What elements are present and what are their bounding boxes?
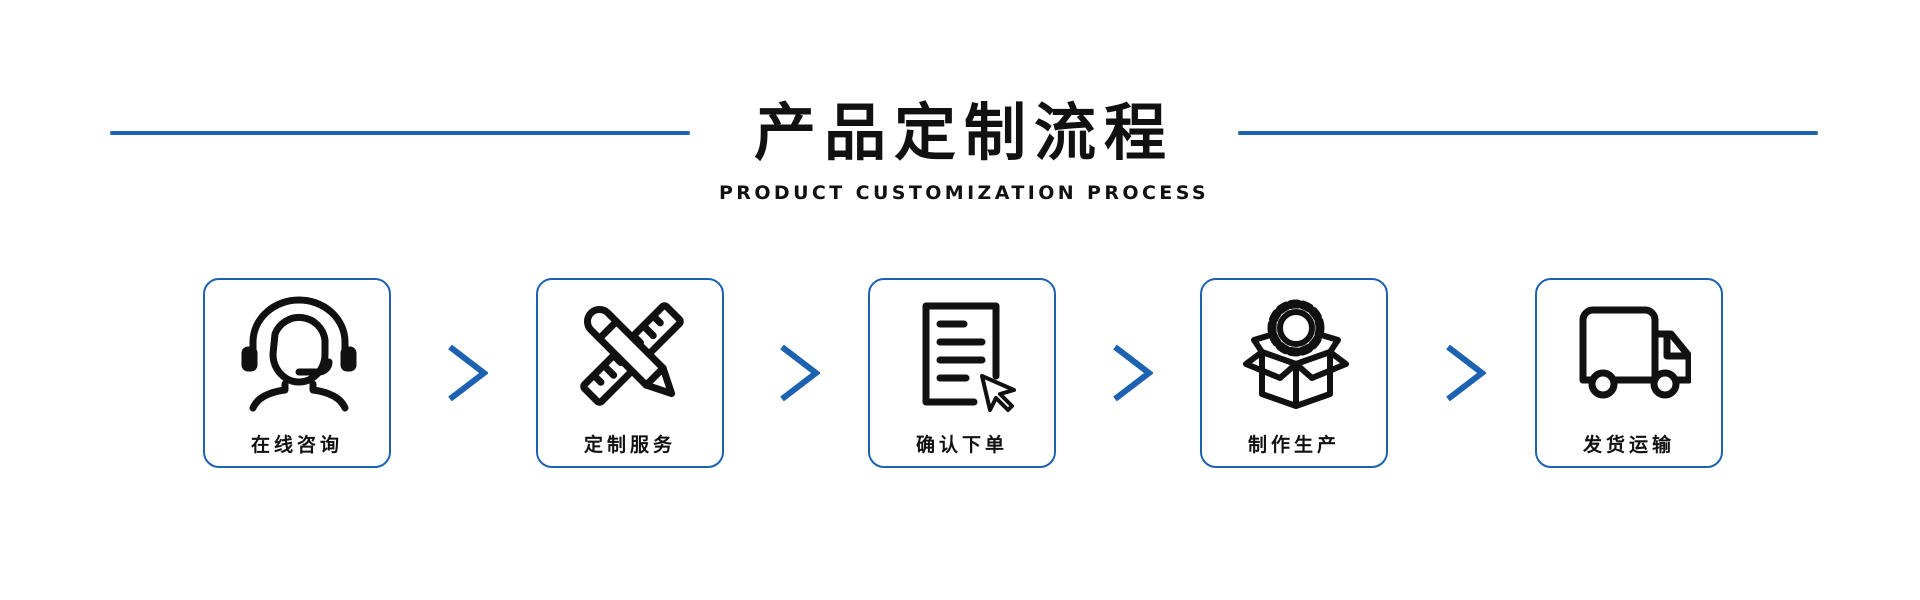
title-divider-right [1238, 131, 1818, 135]
step-label: 定制服务 [583, 434, 676, 456]
chevron-right-icon [780, 345, 820, 401]
step-label: 发货运输 [1582, 434, 1675, 456]
page-subtitle: PRODUCT CUSTOMIZATION PROCESS [718, 182, 1210, 204]
pencil-ruler-icon [580, 302, 684, 406]
title-divider-left [110, 131, 690, 135]
step-label: 确认下单 [915, 434, 1008, 456]
chevron-right-icon [1113, 345, 1153, 401]
page-title: 产品定制流程 [753, 96, 1174, 169]
step-label: 制作生产 [1247, 434, 1340, 456]
chevron-right-icon [1446, 345, 1486, 401]
customer-service-headset-icon [241, 296, 357, 412]
step-label: 在线咨询 [250, 434, 343, 456]
step-shipping: 发货运输 [1535, 278, 1723, 468]
document-cursor-icon [922, 302, 1016, 412]
delivery-truck-icon [1579, 306, 1691, 399]
box-gear-icon [1243, 299, 1349, 409]
step-production: 制作生产 [1200, 278, 1388, 468]
step-online-consultation: 在线咨询 [203, 278, 391, 468]
chevron-right-icon [448, 345, 488, 401]
step-custom-service: 定制服务 [536, 278, 724, 468]
step-confirm-order: 确认下单 [868, 278, 1056, 468]
